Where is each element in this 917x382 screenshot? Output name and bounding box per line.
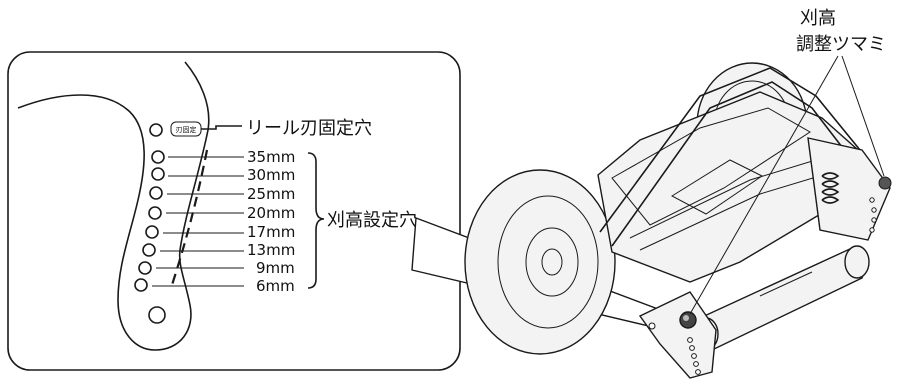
reel-tag-text: 刃固定: [176, 125, 197, 134]
reel-bearing-hole: [148, 306, 166, 324]
reel-fixing-hole: [149, 123, 163, 137]
side-plate-outline: [17, 61, 210, 351]
left-side-plate: [638, 291, 717, 379]
height-leaders: [152, 156, 244, 287]
knob-pointer-right: [841, 55, 885, 177]
knob-label-line2: 調整ツマミ: [796, 34, 886, 55]
knob-pointer-left: [689, 55, 839, 315]
left-plate-holes: [648, 322, 701, 375]
left-wheel-cap: [541, 248, 563, 276]
left-wheel-hub: [525, 227, 579, 297]
height-hole: [151, 167, 165, 181]
roller-axle: [759, 271, 813, 297]
right-side-plate: [807, 137, 891, 241]
height-hole: [151, 150, 165, 164]
left-wheel-rim: [497, 195, 599, 329]
height-label: 20mm: [247, 204, 295, 222]
height-label: 9mm: [256, 259, 295, 277]
height-hole: [138, 261, 152, 275]
handle-frame: [599, 67, 861, 233]
height-label: 13mm: [247, 241, 295, 259]
right-plate-holes: [869, 197, 877, 233]
height-hole: [134, 278, 148, 292]
knob-label-line1: 刈高: [800, 8, 836, 29]
height-holes: [134, 150, 165, 292]
reel-hole-label: リール刃固定穴: [246, 118, 372, 139]
cut-height-holes-label: 刈高設定穴: [327, 210, 417, 231]
height-label: 25mm: [247, 185, 295, 203]
reel-leader: [201, 125, 242, 130]
inset-panel: 刃固定 リール刃固定穴 35mm 30mm 25mm: [7, 51, 461, 371]
height-brace: [307, 152, 325, 289]
mower-illustration: [464, 62, 892, 379]
height-label: 35mm: [247, 148, 295, 166]
height-hole: [149, 186, 163, 200]
height-hole: [148, 206, 162, 220]
height-label: 30mm: [247, 166, 295, 184]
spring: [821, 172, 840, 204]
left-wheel: [464, 169, 616, 355]
height-hole: [145, 225, 159, 239]
height-labels: 35mm 30mm 25mm 20mm 17mm 13mm 9mm 6mm: [247, 148, 295, 295]
height-label: 6mm: [256, 277, 295, 295]
height-hole: [142, 243, 156, 257]
height-label: 17mm: [247, 223, 295, 241]
right-adjust-knob: [878, 176, 892, 190]
housing-top-panel: [611, 107, 811, 226]
handle-frame: [611, 81, 853, 247]
roller-end: [844, 245, 870, 279]
blade-curve: [170, 149, 209, 286]
